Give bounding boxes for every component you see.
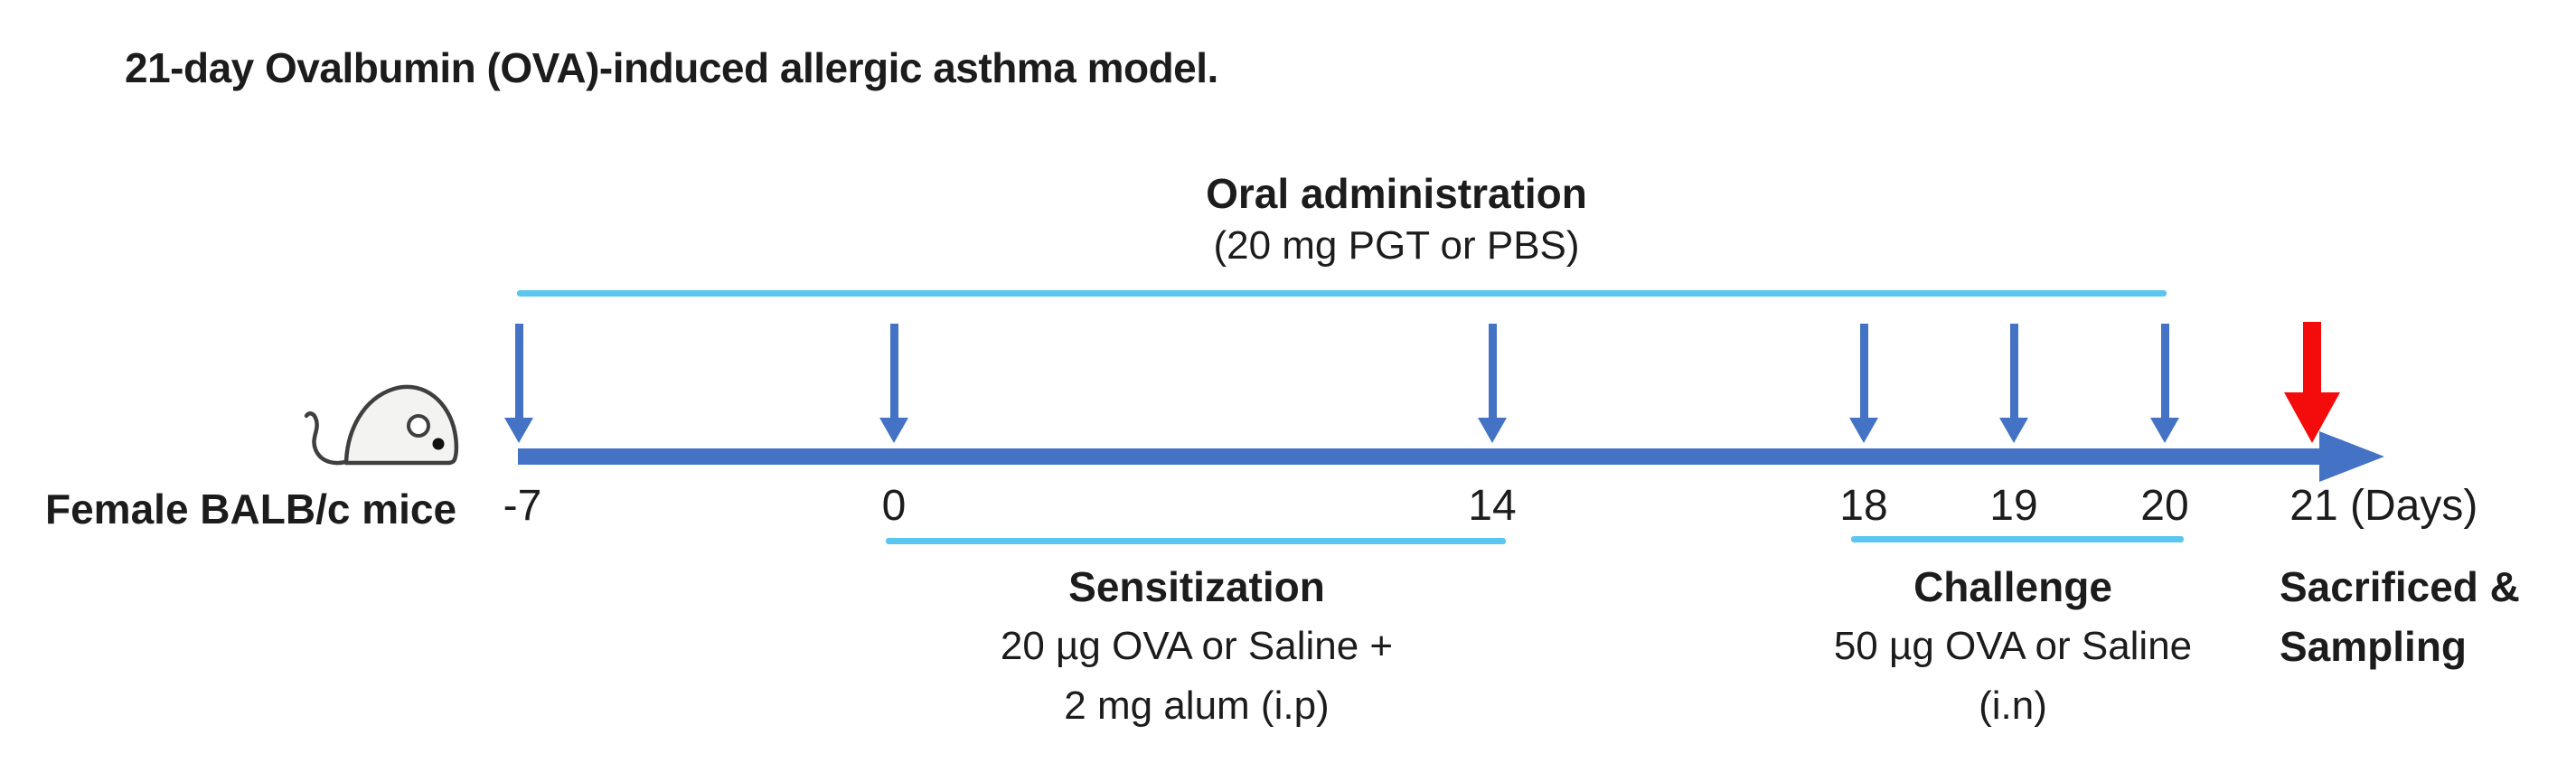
dose-arrow-day-19: [1999, 324, 2028, 443]
dose-arrow-day-0: [879, 324, 908, 443]
day-tick-label--7: -7: [503, 482, 542, 530]
challenge-span-line: [1851, 536, 2184, 542]
day-tick-label-19: 19: [1989, 482, 2038, 530]
challenge-title: Challenge: [1913, 563, 2112, 610]
sensitization-title: Sensitization: [1068, 563, 1325, 610]
arrow-head: [2150, 418, 2179, 443]
arrow-shaft: [1488, 324, 1497, 418]
day-tick-label-20: 20: [2140, 482, 2189, 530]
day-tick-label-0: 0: [881, 482, 907, 530]
timeline-arrowhead-icon: [2319, 431, 2384, 482]
arrow-shaft: [2303, 322, 2321, 392]
days-unit-label: (Days): [2350, 482, 2478, 530]
sensitization-span-line: [886, 538, 1506, 544]
endpoint-block: Sacrificed & Sampling: [2280, 557, 2520, 676]
endpoint-line1: Sacrificed &: [2280, 563, 2520, 610]
day-tick-label-14: 14: [1468, 482, 1517, 530]
sensitization-block: Sensitization 20 µg OVA or Saline + 2 mg…: [926, 557, 1468, 736]
endpoint-line2: Sampling: [2280, 623, 2468, 670]
arrow-shaft: [514, 324, 523, 418]
mouse-icon: [304, 384, 459, 466]
challenge-block: Challenge 50 µg OVA or Saline (i.n): [1787, 557, 2239, 736]
sensitization-adjuvant: 2 mg alum (i.p): [1064, 683, 1330, 728]
oral-administration-span-line: [517, 290, 2167, 297]
arrow-shaft: [2009, 324, 2018, 418]
dose-arrow-day-18: [1849, 324, 1878, 443]
mouse-eye: [432, 438, 445, 450]
timeline-bar: [518, 448, 2323, 465]
arrow-shaft: [1859, 324, 1868, 418]
mouse-body: [343, 384, 459, 466]
arrow-shaft: [889, 324, 898, 418]
oral-administration-detail: (20 mg PGT or PBS): [1213, 223, 1580, 268]
challenge-dose: 50 µg OVA or Saline: [1833, 624, 2193, 668]
arrow-head: [1849, 418, 1878, 443]
challenge-route: (i.n): [1979, 683, 2047, 728]
oral-administration-block: Oral administration (20 mg PGT or PBS): [1058, 166, 1735, 271]
day-tick-label-18: 18: [1839, 482, 1888, 530]
arrow-head: [1999, 418, 2028, 443]
dose-arrow-day--7: [504, 324, 533, 443]
oral-administration-title: Oral administration: [1206, 170, 1587, 217]
day-tick-label-21: 21: [2289, 482, 2338, 530]
arrow-head: [504, 418, 533, 443]
sensitization-dose: 20 µg OVA or Saline +: [1000, 624, 1394, 668]
arrow-head: [1478, 418, 1507, 443]
dose-arrow-day-20: [2150, 324, 2179, 443]
mouse-ear: [407, 414, 430, 438]
arrow-shaft: [2160, 324, 2169, 418]
sacrifice-arrow-day-21: [2284, 322, 2340, 443]
figure-title: 21-day Ovalbumin (OVA)-induced allergic …: [125, 44, 1218, 91]
dose-arrow-day-14: [1478, 324, 1507, 443]
mouse-tail: [304, 411, 355, 466]
arrow-head: [879, 418, 908, 443]
subject-label: Female BALB/c mice: [45, 485, 457, 533]
